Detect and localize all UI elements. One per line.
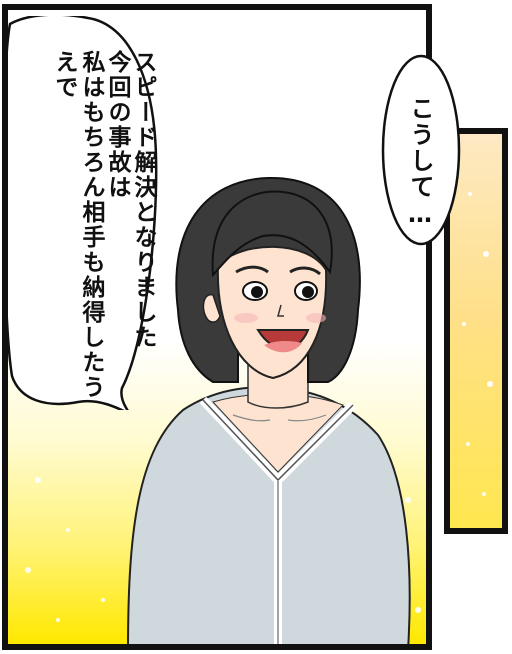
bubble-left-line-2: 今回の事故は (104, 50, 130, 200)
main-panel: 私はもちろん相手も納得したうえで 今回の事故は スピード解決となりました (2, 4, 432, 650)
speech-bubble-right: こうして… (380, 52, 462, 248)
bubble-right-text: こうして… (406, 96, 434, 230)
bubble-left-line-1: 私はもちろん相手も納得したうえで (51, 50, 104, 400)
bubble-left-line-3: スピード解決となりました (130, 50, 156, 350)
character-illustration (25, 176, 421, 644)
speech-bubble-left: 私はもちろん相手も納得したうえで 今回の事故は スピード解決となりました (8, 16, 166, 410)
